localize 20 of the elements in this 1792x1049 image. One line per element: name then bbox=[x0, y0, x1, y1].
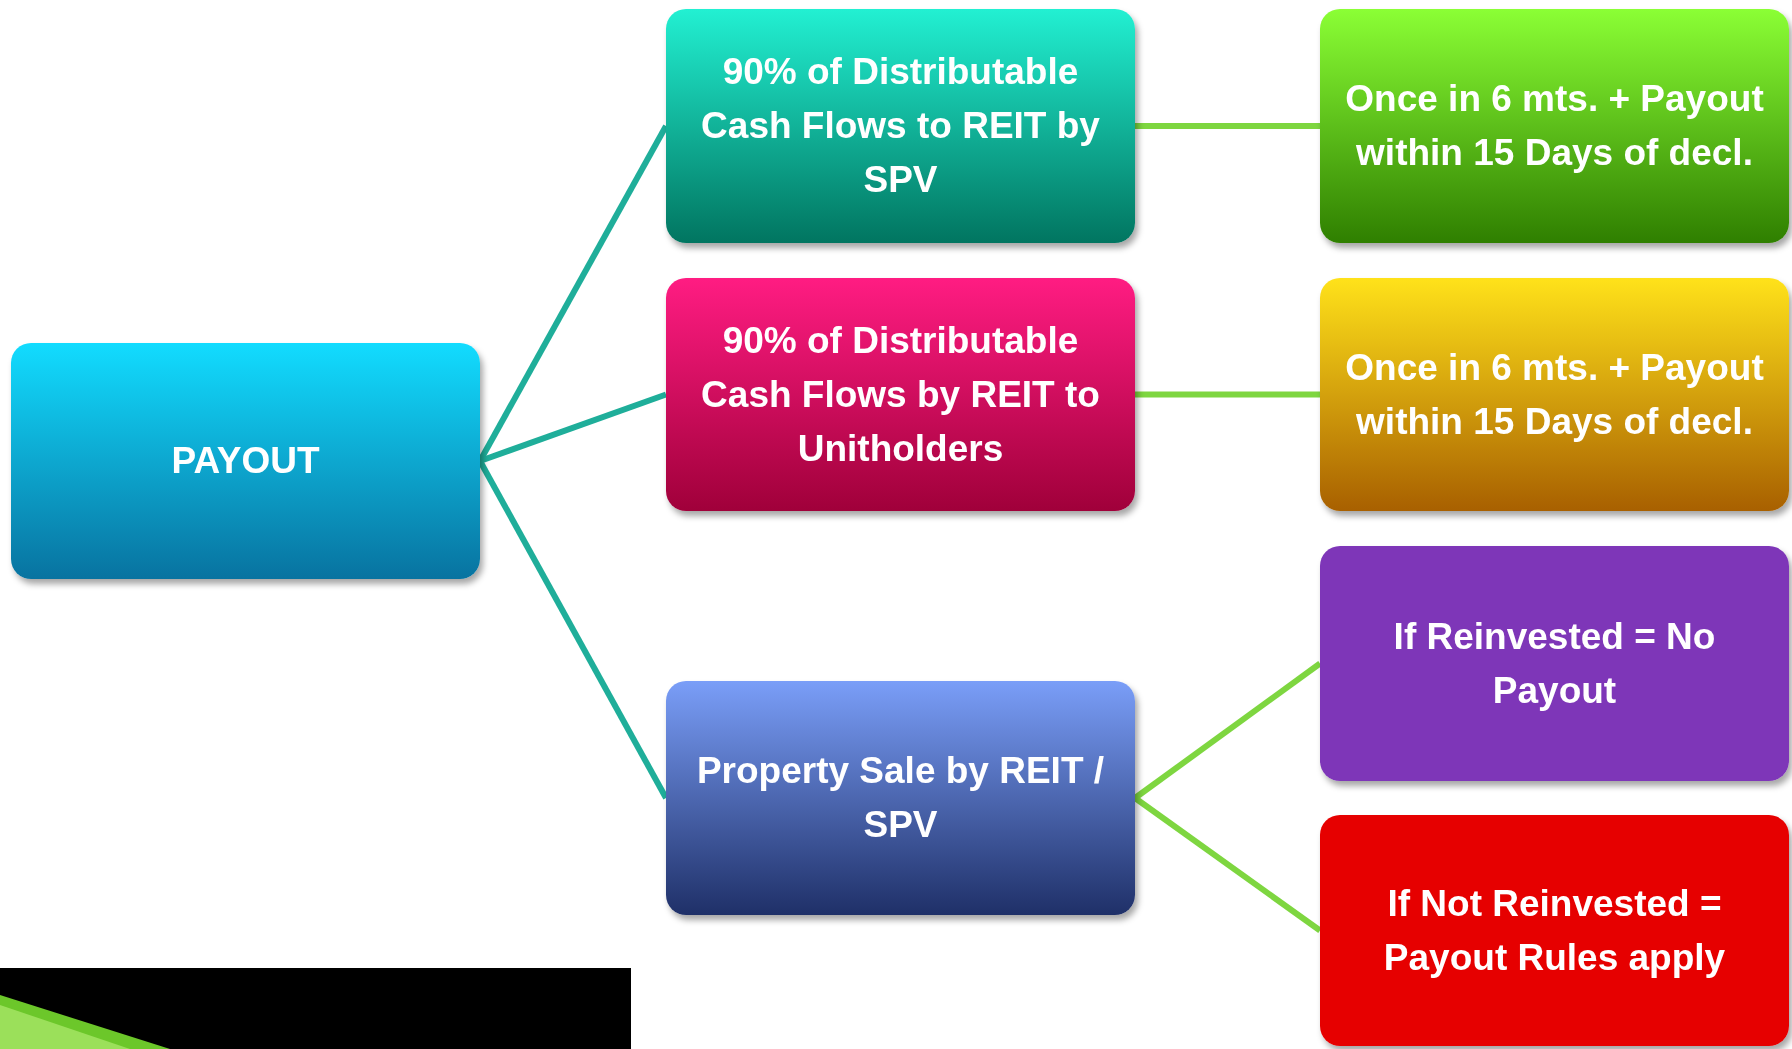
box-label: Once in 6 mts. + Payout within 15 Days of decl. bbox=[1344, 77, 1765, 175]
process-box bbox=[666, 278, 1135, 511]
process-box bbox=[1320, 546, 1789, 781]
connector-line bbox=[1133, 795, 1322, 933]
process-box bbox=[666, 681, 1135, 915]
connector-line bbox=[1135, 123, 1320, 129]
connector-line bbox=[1133, 661, 1322, 801]
box-label: 90% of Distributable Cash Flows to REIT by SPV bbox=[700, 50, 1101, 202]
box-label: If Reinvested = No Payout bbox=[1392, 614, 1717, 713]
box-label: Once in 6 mts. + Payout within 15 Days of decl. bbox=[1344, 345, 1765, 444]
connector-line bbox=[1135, 391, 1320, 398]
process-box bbox=[1320, 278, 1789, 511]
process-box bbox=[1320, 9, 1789, 243]
box-label: 90% of Distributable Cash Flows by REIT to Unitholders bbox=[700, 318, 1101, 471]
process-box bbox=[1320, 815, 1789, 1046]
box-label: Property Sale by REIT / SPV bbox=[695, 749, 1106, 847]
process-box bbox=[666, 9, 1135, 243]
process-box bbox=[11, 343, 480, 579]
box-label: If Not Reinvested = Payout Rules apply bbox=[1382, 881, 1727, 980]
box-label: PAYOUT bbox=[171, 439, 320, 483]
